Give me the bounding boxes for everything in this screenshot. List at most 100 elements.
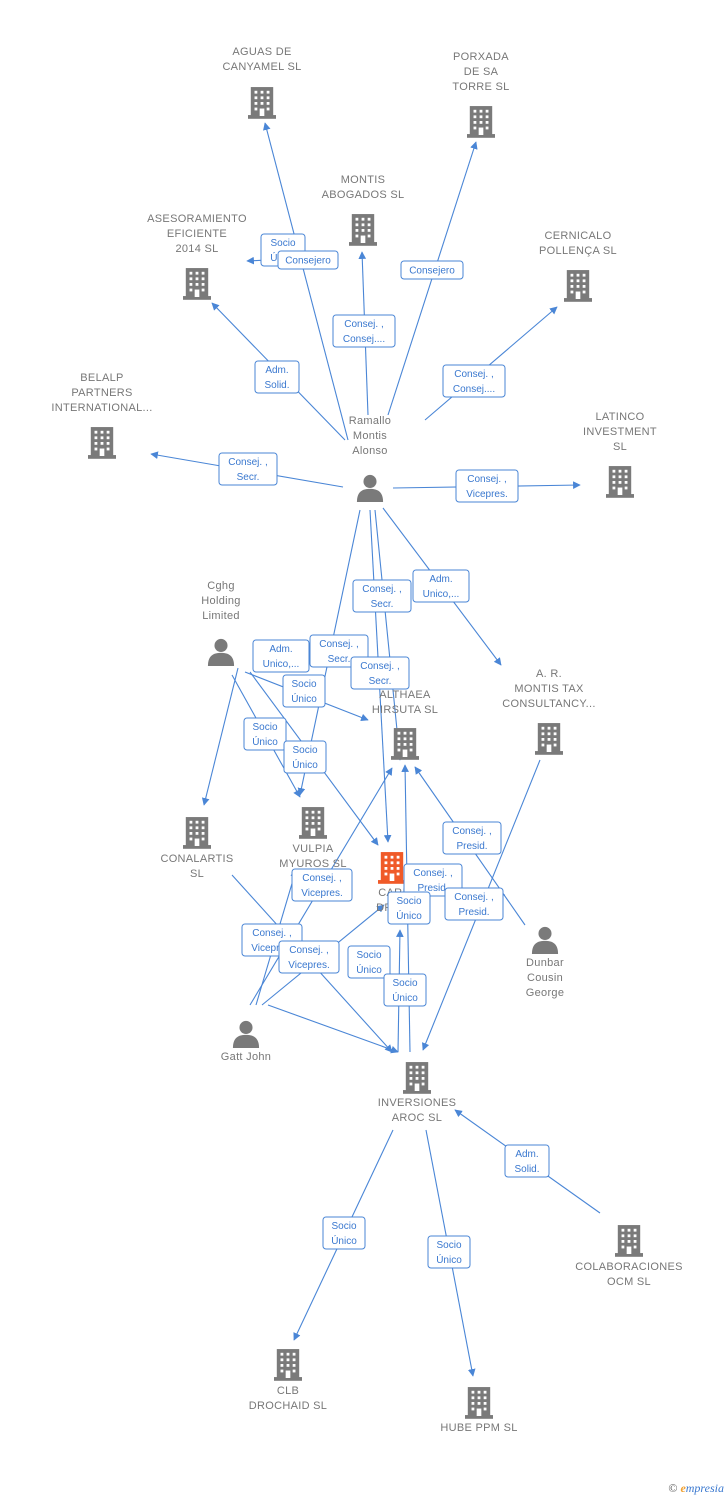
edge-label-text: Unico,... [263, 659, 300, 670]
edge-label-text: Único [356, 963, 382, 976]
edge-label-text: Consej. , [413, 868, 452, 879]
node-armontis[interactable]: A. R.MONTIS TAXCONSULTANCY... [502, 668, 595, 755]
node-label: INTERNATIONAL... [51, 402, 152, 414]
edge-label-text: Consejero [285, 256, 331, 267]
edge-label-text: Consej. , [228, 457, 267, 468]
edge-label-text: Secr. [369, 676, 392, 687]
edge-label[interactable]: Consej. ,Presid. [442, 821, 502, 855]
edge-label-text: Consej. , [467, 474, 506, 485]
edge-label[interactable]: Consej. ,Vicepres. [278, 940, 340, 974]
building-icon [299, 807, 327, 839]
edge-label-text: Consej. , [302, 873, 341, 884]
edge-label-text: Socio [331, 1221, 356, 1232]
edge-label-text: Solid. [264, 380, 289, 391]
edge-label[interactable]: Consejero [277, 250, 339, 270]
edge-label-box [243, 717, 287, 751]
edges-layer [150, 122, 601, 1377]
edge-label-box [218, 452, 278, 486]
node-label: Montis [353, 430, 387, 442]
node-label: A. R. [536, 668, 562, 680]
edge-label-text: Secr. [237, 472, 260, 483]
edge-label[interactable]: Consej. , Secr. [218, 452, 278, 486]
edge-label-text: Presid. [456, 841, 487, 852]
node-label: PARTNERS [71, 387, 132, 399]
building-icon [465, 1387, 493, 1419]
node-label: CLB [277, 1385, 299, 1397]
edge-label-text: Adm. [515, 1149, 538, 1160]
edge-label-text: Único [292, 758, 318, 771]
edge-label[interactable]: Consej. , Consej.... [442, 364, 506, 398]
edge-label-text: Consej.... [343, 334, 385, 345]
edge-label-text: Unico,... [423, 589, 460, 600]
edge-label-box [254, 360, 300, 394]
edge-label-text: Consej. , [454, 369, 493, 380]
person-icon [531, 926, 559, 954]
node-label: Cousin [527, 972, 563, 984]
node-label: DROCHAID SL [249, 1400, 327, 1412]
edge-ramallo-to-cernicalo [424, 306, 558, 421]
node-label: CONSULTANCY... [502, 698, 595, 710]
edge-label[interactable]: Adm.Solid. [504, 1144, 550, 1178]
node-label: Holding [201, 595, 240, 607]
edge-label[interactable]: Consej. ,Vicepres. [291, 868, 353, 902]
node-label: Limited [202, 610, 240, 622]
edge-label-text: Consej.... [453, 384, 495, 395]
edge-label-text: Consejero [409, 266, 455, 277]
edge-label-text: Único [331, 1234, 357, 1247]
edge-label-box [347, 945, 391, 979]
node-label: COLABORACIONES [575, 1261, 683, 1273]
edge-label-text: Consej. , [289, 945, 328, 956]
edge-label-box [282, 674, 326, 708]
edge-label[interactable]: Consej. ,Consej.... [332, 314, 396, 348]
edge-label-text: Único [392, 991, 418, 1004]
node-hube[interactable]: HUBE PPM SL [440, 1387, 517, 1434]
edge-label-text: Consej. , [362, 584, 401, 595]
node-label: MYUROS SL [279, 858, 347, 870]
edge-label-text: Socio [396, 896, 421, 907]
node-clb[interactable]: CLB DROCHAID SL [249, 1349, 327, 1412]
edge-label[interactable]: Adm.Unico,... [252, 639, 310, 673]
edge-label[interactable]: Consej. ,Presid. [444, 887, 504, 921]
building-icon [378, 852, 406, 884]
edge-label[interactable]: Consej. ,Secr. [352, 579, 412, 613]
edge-label[interactable]: Adm.Unico,... [412, 569, 470, 603]
edge-label[interactable]: Consej. ,Secr. [350, 656, 410, 690]
node-belalp[interactable]: BELALP PARTNERS INTERNATIONAL... [51, 372, 152, 459]
building-icon [564, 270, 592, 302]
edge-label-text: Socio [436, 1240, 461, 1251]
edge-label[interactable]: Consej. ,Vicepres. [455, 469, 519, 503]
edge-label-box [322, 1216, 366, 1250]
node-gatt[interactable]: Gatt John [221, 1020, 271, 1063]
edge-label-box [442, 821, 502, 855]
edge-label-box [332, 314, 396, 348]
edge-label[interactable]: Adm.Solid. [254, 360, 300, 394]
building-icon [183, 268, 211, 300]
edge-label-text: Único [252, 735, 278, 748]
empresia-logo[interactable]: ©empresia [668, 1481, 724, 1496]
edge-label[interactable]: Consejero [400, 260, 464, 280]
node-label: BELALP [80, 372, 123, 384]
edge-label-text: Consej. , [252, 928, 291, 939]
